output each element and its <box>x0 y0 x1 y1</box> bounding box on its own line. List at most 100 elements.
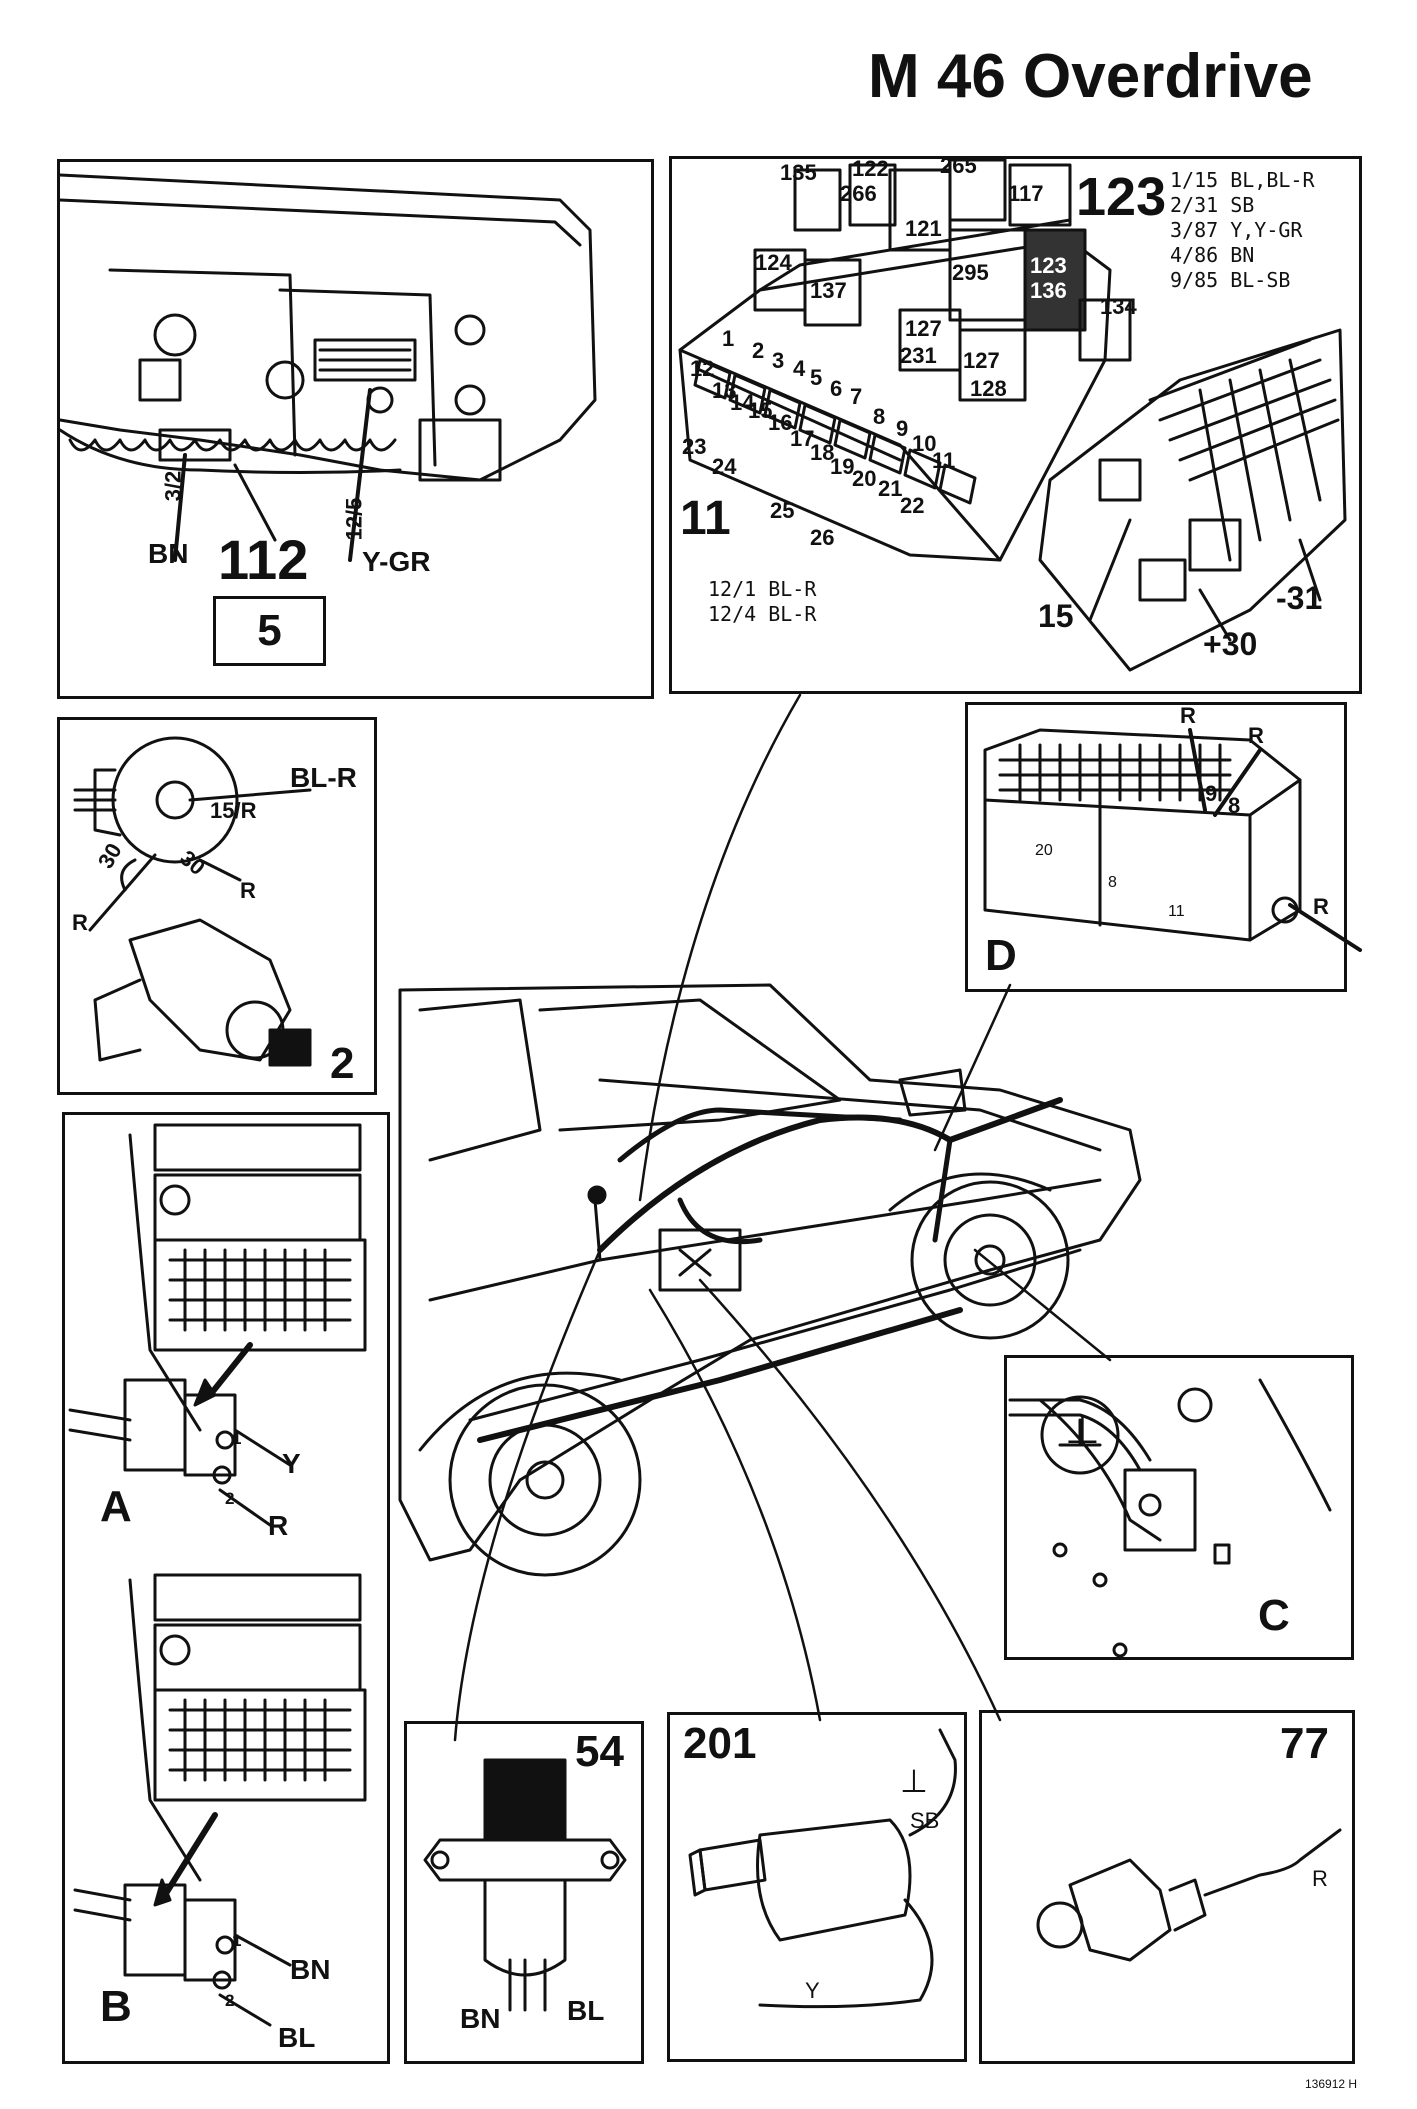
fuse-11: 11 <box>932 448 956 473</box>
relay-123-small: 123 <box>1030 253 1067 278</box>
connector-a-wire-y: Y <box>282 1448 301 1479</box>
relay-135: 135 <box>780 160 817 185</box>
wire-bl-r-label: BL-R <box>290 762 357 793</box>
component-11-number: 11 <box>680 492 731 545</box>
solenoid-201-drawing <box>688 1728 957 2009</box>
wire-bn-label: BN <box>148 538 189 569</box>
panel-11-frame <box>669 156 1362 694</box>
fuse-20: 20 <box>852 466 877 491</box>
component-77-number: 77 <box>1280 1719 1329 1768</box>
console-b-drawing <box>73 1573 367 2027</box>
connector-b-wire-bn: BN <box>290 1954 331 1985</box>
relay-231: 231 <box>900 343 937 368</box>
box-number-5-text: 5 <box>257 606 282 655</box>
ignition-switch-drawing <box>73 736 312 1067</box>
switch-54-wire-bl: BL <box>567 1995 605 2026</box>
pin-12-5-label: 12/5 <box>341 497 367 541</box>
fuse-1: 1 <box>722 326 735 351</box>
fuse-19: 19 <box>830 454 855 479</box>
ground-symbol-c: ⊥ <box>1065 1408 1100 1452</box>
relay-pin-9-85: 9/85 BL-SB <box>1170 268 1291 292</box>
connector-b-wire-bl: BL <box>278 2022 316 2053</box>
solenoid-201-wire-sb: SB <box>910 1808 940 1833</box>
car-drawing <box>398 983 1142 1577</box>
relay-295: 295 <box>952 260 989 285</box>
connector-d-pin-11: 11 <box>1168 903 1185 920</box>
fuse-24: 24 <box>712 454 737 479</box>
fuse-21: 21 <box>878 476 903 501</box>
panel-112-frame <box>57 159 654 699</box>
wire-y-gr-label: Y-GR <box>362 546 431 577</box>
fuse-26: 26 <box>810 525 835 550</box>
pin-12-1: 12/1 BL-R <box>708 577 817 601</box>
fuse-25: 25 <box>770 498 795 523</box>
panel-ab-frame <box>62 1112 390 2064</box>
solenoid-201-wire-y: Y <box>805 1978 820 2003</box>
switch-54-drawing <box>423 1758 627 2012</box>
fuse-10: 10 <box>912 431 937 456</box>
fuse-4: 4 <box>793 356 806 381</box>
fuse-6: 6 <box>830 376 843 401</box>
relay-266: 266 <box>840 181 877 206</box>
relay-pin-2-31: 2/31 SB <box>1170 193 1255 217</box>
fuse-16: 16 <box>768 410 793 435</box>
relay-127a: 127 <box>905 316 942 341</box>
panel-c-frame <box>1004 1355 1354 1660</box>
fuse-7: 7 <box>850 384 863 409</box>
leader-lines <box>453 693 1112 1742</box>
relay-134: 134 <box>1100 294 1137 319</box>
connector-b-pin-1: 1 <box>232 1931 242 1950</box>
fuse-17: 17 <box>790 426 815 451</box>
connector-d-pin-20: 20 <box>1035 842 1053 859</box>
fuse-12: 12 <box>690 356 715 381</box>
fuse-3: 3 <box>772 348 785 373</box>
bottom-pin-list: 12/1 BL-R 12/4 BL-R <box>708 577 816 627</box>
connector-d-wire-r3: R <box>1313 894 1329 919</box>
document-number: 136912 H <box>1305 2077 1358 2091</box>
fuse-14: 14 <box>730 390 755 415</box>
ground-c-letter: C <box>1258 1591 1290 1640</box>
connector-d-drawing <box>983 728 1362 952</box>
fuse-2: 2 <box>752 338 765 363</box>
ground-symbol-201: ⊥ <box>900 1763 928 1799</box>
connector-b-pin-2: 2 <box>225 1991 235 2010</box>
terminal-15-label: 15 <box>1038 598 1074 634</box>
connector-d-wire-r2: R <box>1248 723 1264 748</box>
fuse-13: 13 <box>712 378 737 403</box>
relay-124: 124 <box>755 250 792 275</box>
component-54-number: 54 <box>575 1727 624 1776</box>
pin-12-4: 12/4 BL-R <box>708 602 817 626</box>
connector-d-letter: D <box>985 931 1017 980</box>
ground-point-drawing <box>1008 1378 1332 1658</box>
relay-pin-1-15: 1/15 BL,BL-R <box>1170 168 1315 192</box>
fuse-15: 15 <box>748 398 773 423</box>
fuse-22: 22 <box>900 493 925 518</box>
sensor-77-drawing <box>1036 1828 1342 1962</box>
page-title: M 46 Overdrive <box>868 42 1313 111</box>
component-112-number: 112 <box>218 528 309 591</box>
relay-265: 265 <box>940 153 977 178</box>
panel-2-frame <box>57 717 377 1095</box>
relay-121: 121 <box>905 216 942 241</box>
panel-d-frame <box>965 702 1347 992</box>
instrument-cluster-drawing <box>58 173 597 562</box>
panel-77-frame <box>979 1710 1355 2064</box>
connector-d-pin-8: 8 <box>1228 793 1241 818</box>
panel-201-frame <box>667 1712 967 2062</box>
fuse-9: 9 <box>896 416 909 441</box>
sensor-77-wire-r: R <box>1312 1866 1328 1891</box>
fuse-18: 18 <box>810 440 835 465</box>
relay-123-main-label: 123 <box>1076 167 1167 227</box>
panel-54-frame <box>404 1721 644 2064</box>
fuse-8: 8 <box>873 404 886 429</box>
wire-r1-label: R <box>240 878 256 903</box>
terminal-minus31-label: -31 <box>1276 580 1323 616</box>
central-electrical-unit-drawing <box>678 158 1347 672</box>
relay-127b: 127 <box>963 348 1000 373</box>
connector-a-pin-1: 1 <box>232 1429 242 1448</box>
connector-d-wire-r1: R <box>1180 703 1196 728</box>
relay-pin-3-87: 3/87 Y,Y-GR <box>1170 218 1303 242</box>
pin-15-r-label: 15/R <box>210 798 257 823</box>
box-number-5: 5 <box>213 596 326 666</box>
